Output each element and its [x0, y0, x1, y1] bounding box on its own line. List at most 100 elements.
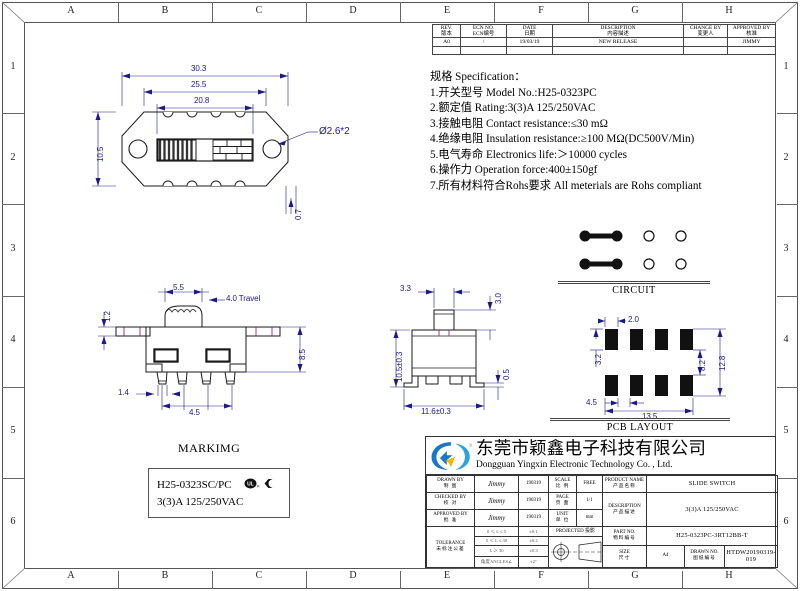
side-view-svg [390, 288, 504, 410]
tb-label-tolerance: TOLERANCE 未标注公差 [426, 526, 475, 568]
zone-tick-vertical [588, 571, 589, 589]
zone-tick-vertical [212, 2, 213, 22]
dim-pcb-row-inner: 8.2 [698, 360, 707, 371]
zone-label-5: 5 [783, 425, 789, 437]
tb-tol-value-1: ±0.1 [518, 526, 549, 537]
pin-1 [156, 371, 168, 385]
zone-label-3: 3 [783, 242, 789, 254]
rev-cell-approved-by: JIMMY [727, 37, 776, 48]
tb-tol-range-1: 0 ＜ L ≤ 5 [474, 526, 519, 537]
circuit-diagram [565, 222, 705, 287]
yingxin-logo-icon: ® [431, 441, 472, 470]
zone-label-f: F [538, 570, 544, 581]
rev-cell-change-by [683, 37, 728, 48]
tb-label-part-no: PART NO. 物料编号 [602, 526, 647, 546]
zone-label-2: 2 [10, 151, 16, 163]
dim-front-flange-thickness: 1.2 [103, 311, 112, 322]
tb-value-page: 1/1 [576, 492, 603, 511]
tb-row-drawn: DRAWN BY 制 图 Jimmy 190319 SCALE 比 例 FREE… [426, 474, 779, 494]
company-name-en: Dongguan Yingxin Electronic Technology C… [476, 459, 673, 470]
corner-diagonal-tl [1, 1, 26, 24]
rev-header-rev: REV. 版本 [432, 23, 461, 39]
dim-front-pin-width: 1.4 [118, 388, 129, 397]
zone-label-b: B [161, 570, 169, 581]
tb-value-description: 3(3)A 125/250VAC [645, 492, 779, 528]
rev-cell-date: 19/03/19 [506, 37, 553, 48]
tb-value-scale: FREE [576, 474, 603, 494]
tb-value-checked-by: Jimmy [474, 492, 519, 511]
zone-tick-vertical [118, 2, 119, 22]
circuit-row-2 [579, 258, 687, 270]
zone-tick-horizontal [2, 113, 24, 115]
side-foot-right [469, 376, 485, 388]
tb-label-drawn-no: DRAWN NO. 图纸编号 [684, 544, 725, 569]
zone-tick-horizontal [2, 295, 24, 297]
zone-label-c: C [255, 570, 263, 581]
ul-mark-icon: UL R [244, 478, 260, 489]
zone-tick-horizontal [777, 295, 798, 297]
zone-label-a: A [67, 5, 75, 16]
flange-left [115, 326, 151, 337]
circuit-caption: CIRCUIT [612, 285, 656, 296]
rev-header-change-by: CHANGE BY 变更人 [683, 23, 728, 39]
dim-top-mid: 25.5 [191, 80, 207, 89]
corner-diagonal-br [774, 567, 799, 590]
front-view-svg [98, 288, 306, 410]
tb-date-approved-by: 190319 [518, 509, 549, 528]
pin-notches-bottom [162, 180, 246, 187]
tb-value-approved-by: Jimmy [474, 509, 519, 528]
side-pin-2 [449, 375, 463, 385]
marking-title: MARKIMG [178, 441, 241, 455]
rev-cell-rev: A0 [432, 37, 461, 48]
circuit-row-1 [579, 230, 687, 242]
svg-text:R: R [257, 485, 260, 489]
zone-tick-vertical [494, 2, 495, 22]
tb-row-checked: CHECKED BY 校 对 Jimmy 190319 PAGE 页 面 1/1… [426, 492, 779, 528]
top-view-drawing: 30.3 25.5 20.8 10.5 Ø2.6*2 0.7 [86, 62, 376, 247]
rev-empty-1 [432, 46, 461, 56]
rev-cell-ecn: / [460, 37, 507, 48]
pcb-layout-svg [590, 317, 726, 415]
zone-tick-horizontal [2, 204, 24, 206]
spec-line-7: 7.所有材料符合Rohs要求 All meterials are Rohs co… [430, 179, 702, 192]
tb-value-size: A4 [646, 544, 685, 569]
rev-header-approved-by: APPROVED BY 核准 [727, 23, 776, 39]
company-names: 东莞市颖鑫电子科技有限公司 Dongguan Yingxin Electroni… [476, 441, 706, 470]
dim-front-travel: 4.0 Travel [226, 294, 261, 303]
body-front [145, 326, 247, 373]
tb-tol-value-4: ±2° [518, 555, 549, 569]
window-right [206, 349, 230, 362]
window-right-outer [205, 348, 231, 363]
tb-row-tol-3: L ＞ 30 ±0.3 SIZE 尺寸 A4 DRAWN NO. 图纸编号 HT… [427, 544, 779, 569]
side-pin-1 [425, 375, 439, 385]
dim-pcb-pad-width: 2.0 [628, 315, 639, 324]
tb-tol-value-3: ±0.3 [518, 544, 549, 557]
dim-pcb-span: 13.5 [642, 412, 658, 421]
tb-row-tol-2: 5 ＜ L ≤ 30 ±0.2 [427, 535, 778, 569]
zone-label-1: 1 [10, 60, 16, 72]
window-left [154, 349, 178, 362]
rev-header-ecn: ECN NO. ECN编号 [460, 23, 507, 39]
dim-top-height: 10.5 [96, 146, 105, 162]
sheet-inner-border [24, 22, 776, 569]
zone-tick-vertical [588, 2, 589, 22]
zone-label-3: 3 [10, 242, 16, 254]
tb-label-checked-by: CHECKED BY 校 对 [426, 492, 475, 511]
dim-hole-callout: Ø2.6*2 [319, 126, 350, 137]
tb-label-description: DESCRIPTION 产品描述 [602, 492, 647, 528]
zone-tick-vertical [400, 571, 401, 589]
dim-side-foot-height: 0.5 [502, 369, 511, 380]
zone-label-g: G [631, 570, 639, 581]
zone-tick-horizontal [777, 113, 798, 115]
zone-label-4: 4 [10, 334, 16, 346]
tb-label-size: SIZE 尺寸 [602, 544, 647, 569]
side-view-drawing: 3.3 3.0 10.5±0.3 0.5 11.6±0.3 [384, 282, 544, 422]
tb-row-tol-4: 角度ANGLES∠ ±2° [427, 555, 778, 569]
zone-label-g: G [631, 5, 639, 16]
ce-mark-icon [264, 479, 273, 488]
dim-pcb-pad-offset: 4.5 [586, 398, 597, 407]
zone-label-c: C [255, 5, 263, 16]
slider-panel-pattern [212, 139, 253, 161]
tb-value-product-name: SLIDE SWITCH [645, 474, 779, 494]
svg-text:UL: UL [247, 482, 254, 488]
